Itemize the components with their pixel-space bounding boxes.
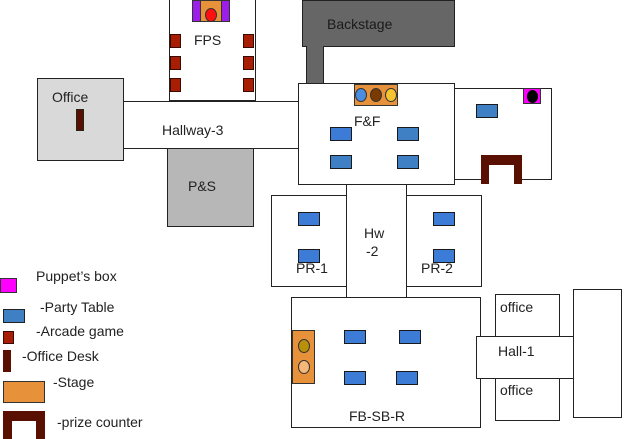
- stage-icon: [3, 381, 45, 403]
- animatronic-yellow: [385, 88, 397, 102]
- animatronic-red: [205, 8, 217, 22]
- backstage-passage: [306, 46, 324, 84]
- legend-label-party-table: -Party Table: [40, 299, 115, 315]
- legend-label-stage: -Stage: [53, 374, 95, 390]
- fbsbr-stage: [292, 330, 315, 384]
- ff-stage: [354, 84, 398, 106]
- puppet-box: [523, 88, 541, 104]
- room-east-large: [573, 289, 622, 418]
- room-fb-sb-r: [291, 297, 481, 428]
- room-ps: [167, 148, 254, 227]
- label-office-top: office: [500, 299, 534, 315]
- label-hw-2-line2: -2: [366, 243, 379, 259]
- party-table: [433, 249, 455, 263]
- label-ps: P&S: [188, 178, 217, 194]
- legend-label-office-desk: -Office Desk: [22, 348, 99, 364]
- label-fb-sb-r: FB-SB-R: [349, 408, 405, 424]
- party-table: [298, 249, 320, 263]
- arcade-game: [170, 78, 181, 92]
- legend-label-arcade-game: -Arcade game: [36, 323, 124, 339]
- legend-label-puppet-box: Puppet’s box: [36, 268, 117, 284]
- room-hall-1: [476, 336, 574, 379]
- label-office-bottom: office: [500, 382, 534, 398]
- label-backstage: Backstage: [327, 16, 393, 32]
- party-table: [396, 371, 418, 385]
- prize-counter-icon-gap: [12, 421, 36, 439]
- label-fps: FPS: [194, 32, 222, 48]
- party-table: [344, 371, 366, 385]
- room-backstage: [302, 0, 455, 47]
- animatronic-peach: [298, 360, 310, 374]
- party-table: [344, 330, 366, 344]
- party-table: [298, 212, 320, 226]
- arcade-game: [170, 56, 181, 70]
- curtain-left: [193, 1, 201, 21]
- prize-counter: [481, 155, 522, 184]
- room-hw-2: [346, 184, 407, 298]
- party-table: [330, 127, 352, 141]
- label-hw-2-line1: Hw: [364, 225, 385, 241]
- party-table: [476, 104, 498, 118]
- arcade-game: [243, 78, 254, 92]
- office-desk-icon: [3, 350, 11, 372]
- animatronic-brown: [370, 88, 382, 102]
- puppet-box-icon: [0, 278, 17, 293]
- legend-label-prize-counter: -prize counter: [57, 414, 143, 430]
- fps-stage: [192, 0, 230, 22]
- arcade-game: [243, 34, 254, 48]
- animatronic-gold: [298, 339, 310, 353]
- room-office-top: [495, 294, 560, 338]
- party-table: [397, 127, 419, 141]
- party-table-icon: [3, 309, 25, 323]
- party-table: [397, 155, 419, 169]
- arcade-game: [243, 56, 254, 70]
- arcade-game-icon: [3, 331, 14, 344]
- office-desk: [76, 109, 84, 131]
- animatronic-blue: [355, 88, 367, 102]
- party-table: [330, 155, 352, 169]
- arcade-game: [170, 34, 181, 48]
- prize-counter-gap: [489, 165, 514, 184]
- label-hallway-3: Hallway-3: [162, 122, 224, 138]
- party-table: [399, 330, 421, 344]
- puppet: [527, 90, 538, 103]
- label-hall-1: Hall-1: [498, 343, 535, 359]
- label-pr-2: PR-2: [421, 260, 453, 276]
- label-office: Office: [52, 89, 89, 105]
- label-pr-1: PR-1: [296, 260, 328, 276]
- label-ff: F&F: [354, 113, 381, 129]
- prize-counter-icon: [3, 411, 45, 439]
- curtain-right: [221, 1, 229, 21]
- party-table: [433, 212, 455, 226]
- room-pr-2: [406, 195, 482, 287]
